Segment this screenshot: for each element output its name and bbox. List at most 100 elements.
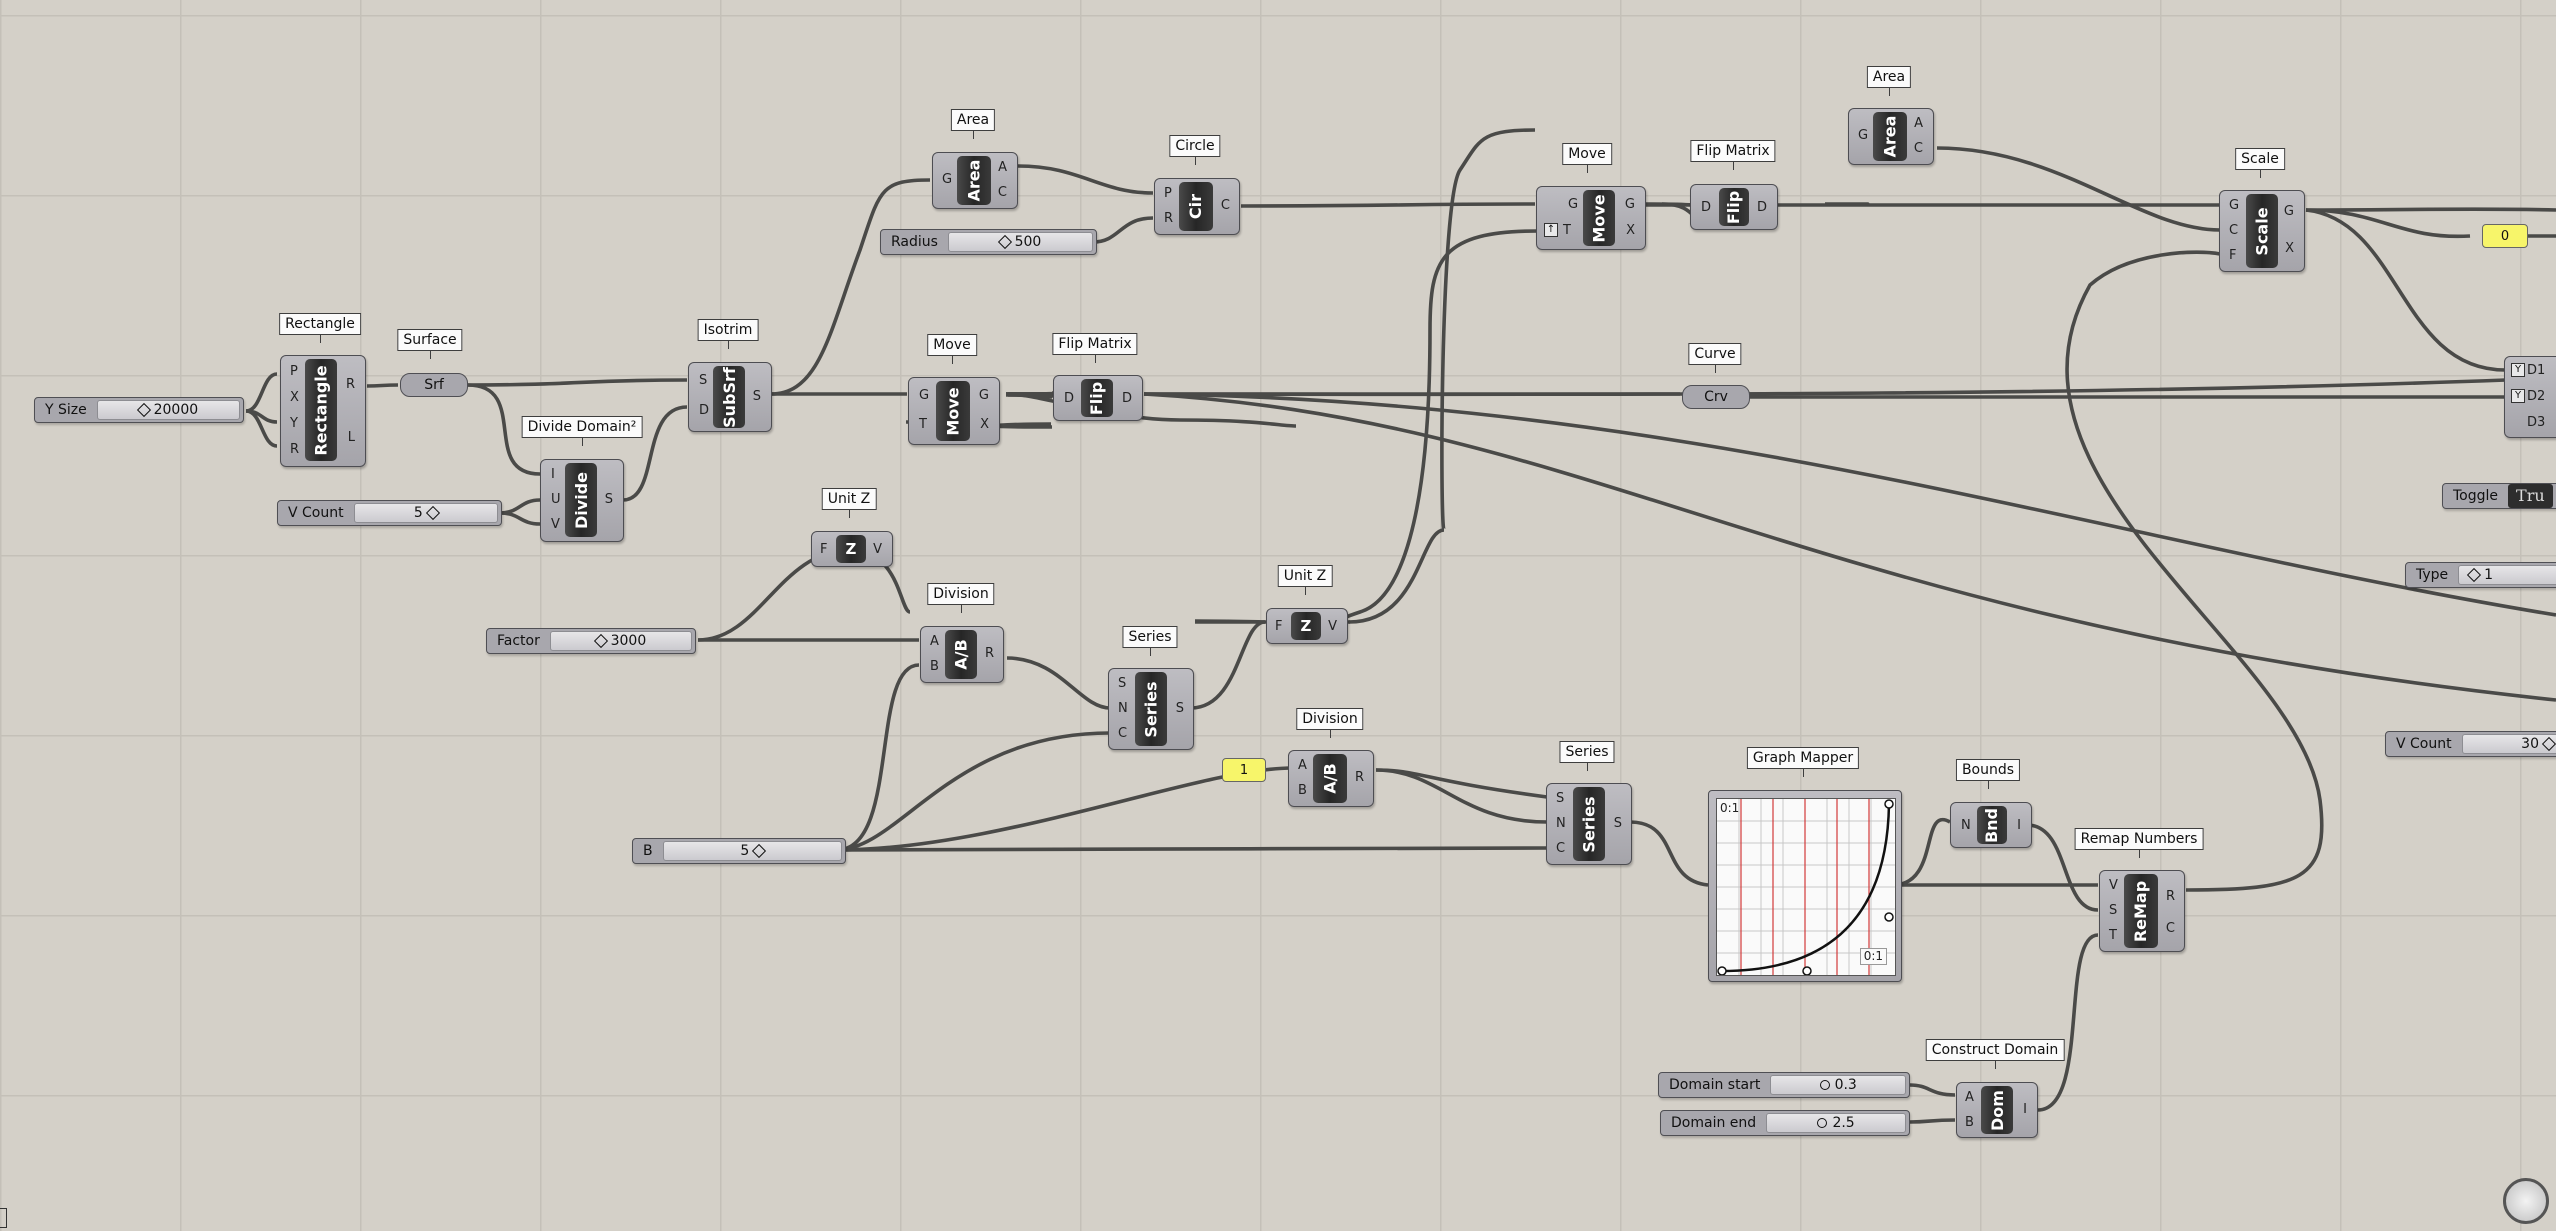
- wire: [467, 383, 541, 476]
- canvas-navigation-icon[interactable]: [2503, 1178, 2549, 1224]
- slider-track[interactable]: 20000: [96, 400, 240, 420]
- panel-zero[interactable]: 0: [2482, 224, 2528, 248]
- output-r: R: [2165, 889, 2175, 904]
- slider-grip-icon[interactable]: [752, 843, 767, 859]
- slider-value: 1: [2484, 567, 2494, 583]
- graph-mapper-corner-bottom: 0:1: [1859, 948, 1887, 965]
- wire: [1629, 820, 1709, 887]
- rectangle-core: Rectangle: [305, 359, 337, 461]
- slider-track[interactable]: 5: [662, 841, 842, 861]
- output-l: L: [347, 430, 355, 445]
- graph-mapper-corner-top: 0:1: [1720, 801, 1740, 815]
- curve-handle: [1884, 912, 1894, 922]
- graph-mapper-component[interactable]: 0:1 0:1: [1708, 790, 1902, 982]
- output-g: G: [1624, 197, 1635, 212]
- wire: [1007, 392, 1297, 428]
- slider-grip-icon[interactable]: [136, 402, 151, 418]
- unit-z-component[interactable]: F V Z: [811, 531, 893, 567]
- move-core: Move: [936, 381, 970, 441]
- slider-grip-icon[interactable]: [2467, 567, 2482, 583]
- construct-domain-component[interactable]: A B I Dom: [1956, 1082, 2038, 1138]
- slider-track[interactable]: 2.5: [1766, 1113, 1906, 1133]
- circle-label: Circle: [1169, 135, 1221, 157]
- remap-numbers-label: Remap Numbers: [2074, 828, 2204, 850]
- radius-slider[interactable]: Radius 500: [880, 229, 1097, 255]
- panel-one[interactable]: 1: [1222, 758, 1266, 782]
- graft-icon: Y: [2511, 363, 2525, 377]
- input-f: F: [1275, 619, 1283, 634]
- y-size-slider[interactable]: Y Size 20000: [34, 397, 244, 423]
- division-core: A/B: [945, 630, 977, 679]
- wire: [1375, 768, 1548, 824]
- output-s: S: [1175, 701, 1184, 716]
- slider-track[interactable]: 30: [2461, 734, 2556, 754]
- slider-track[interactable]: 1: [2458, 565, 2556, 585]
- division-component[interactable]: A B R A/B: [920, 626, 1004, 683]
- wire: [499, 498, 541, 515]
- label-stem: [1330, 730, 1331, 738]
- area-component[interactable]: G A C Area: [1848, 108, 1934, 165]
- type-slider[interactable]: Type 1: [2405, 562, 2556, 588]
- v-count-slider[interactable]: V Count 5: [277, 500, 502, 526]
- slider-grip-icon[interactable]: [593, 633, 608, 649]
- slider-grip-icon[interactable]: [997, 234, 1012, 250]
- slider-grip-icon[interactable]: [2541, 736, 2556, 752]
- move-core: Move: [1583, 190, 1615, 246]
- input-p: P: [290, 364, 298, 379]
- input-t: T: [2109, 928, 2117, 943]
- isotrim-component[interactable]: S D S SubSrf: [688, 362, 772, 432]
- series-label: Series: [1559, 741, 1615, 763]
- slider-track[interactable]: 5: [353, 503, 498, 523]
- slider-track[interactable]: 500: [947, 232, 1093, 252]
- boolean-toggle[interactable]: Toggle Tru: [2442, 483, 2556, 509]
- graph-mapper-plot[interactable]: [1716, 798, 1896, 976]
- curve-param[interactable]: Crv: [1682, 385, 1750, 409]
- circle-component[interactable]: P R C Cir: [1154, 178, 1240, 235]
- graph-mapper-label: Graph Mapper: [1746, 747, 1860, 769]
- domain-start-slider[interactable]: Domain start 0.3: [1658, 1072, 1910, 1098]
- b-slider[interactable]: B 5: [632, 838, 846, 864]
- input-g: G: [919, 388, 930, 403]
- flip-matrix-component[interactable]: D D Flip: [1053, 375, 1143, 421]
- division-label: Division: [1296, 708, 1364, 730]
- wire: [245, 372, 278, 413]
- slider-label: B: [643, 843, 653, 859]
- wire: [1338, 229, 1539, 624]
- move-component[interactable]: G T G X Move: [908, 377, 1000, 445]
- flip-matrix-component[interactable]: D D Flip: [1690, 184, 1778, 230]
- v-count-slider[interactable]: V Count 30: [2385, 731, 2556, 757]
- slider-grip-icon[interactable]: [425, 505, 440, 521]
- output-c: C: [1913, 141, 1923, 156]
- area-component[interactable]: G A C Area: [932, 152, 1018, 209]
- dispatch-component[interactable]: Y Y D1 D2 D3: [2504, 356, 2556, 438]
- area-core: Area: [1873, 112, 1907, 161]
- input-f: F: [820, 542, 828, 557]
- domain-end-slider[interactable]: Domain end 2.5: [1660, 1110, 1910, 1136]
- slider-label: Radius: [891, 234, 938, 250]
- remap-numbers-component[interactable]: V S T R C ReMap: [2099, 870, 2185, 952]
- output-v: V: [873, 542, 882, 557]
- slider-label: Domain start: [1669, 1077, 1761, 1093]
- series-component[interactable]: S N C S Series: [1108, 668, 1194, 750]
- flip-matrix-label: Flip Matrix: [1690, 140, 1776, 162]
- circle-core: Cir: [1179, 182, 1213, 231]
- bounds-component[interactable]: N I Bnd: [1950, 802, 2032, 848]
- series-component[interactable]: S N C S Series: [1546, 783, 1632, 865]
- isotrim-nick: SubSrf: [719, 366, 739, 428]
- surface-param[interactable]: Srf: [400, 373, 468, 397]
- toggle-value[interactable]: Tru: [2508, 484, 2553, 508]
- unit-z-component[interactable]: F V Z: [1266, 608, 1348, 644]
- rectangle-component[interactable]: P X Y R R L Rectangle: [280, 355, 366, 467]
- move-label: Move: [1562, 143, 1612, 165]
- slider-track[interactable]: 0.3: [1770, 1075, 1906, 1095]
- slider-grip-icon[interactable]: [1817, 1118, 1828, 1128]
- slider-label: V Count: [2396, 736, 2452, 752]
- slider-track[interactable]: 3000: [549, 631, 692, 651]
- slider-grip-icon[interactable]: [1819, 1080, 1830, 1090]
- divide-domain-component[interactable]: I U V S Divide: [540, 459, 624, 542]
- factor-slider[interactable]: Factor 3000: [486, 628, 696, 654]
- scale-component[interactable]: G C F G X Scale: [2219, 190, 2305, 272]
- move-component[interactable]: G ↑ T G X Move: [1536, 186, 1646, 250]
- label-stem: [1587, 165, 1588, 173]
- division-component[interactable]: A B R A/B: [1288, 750, 1374, 807]
